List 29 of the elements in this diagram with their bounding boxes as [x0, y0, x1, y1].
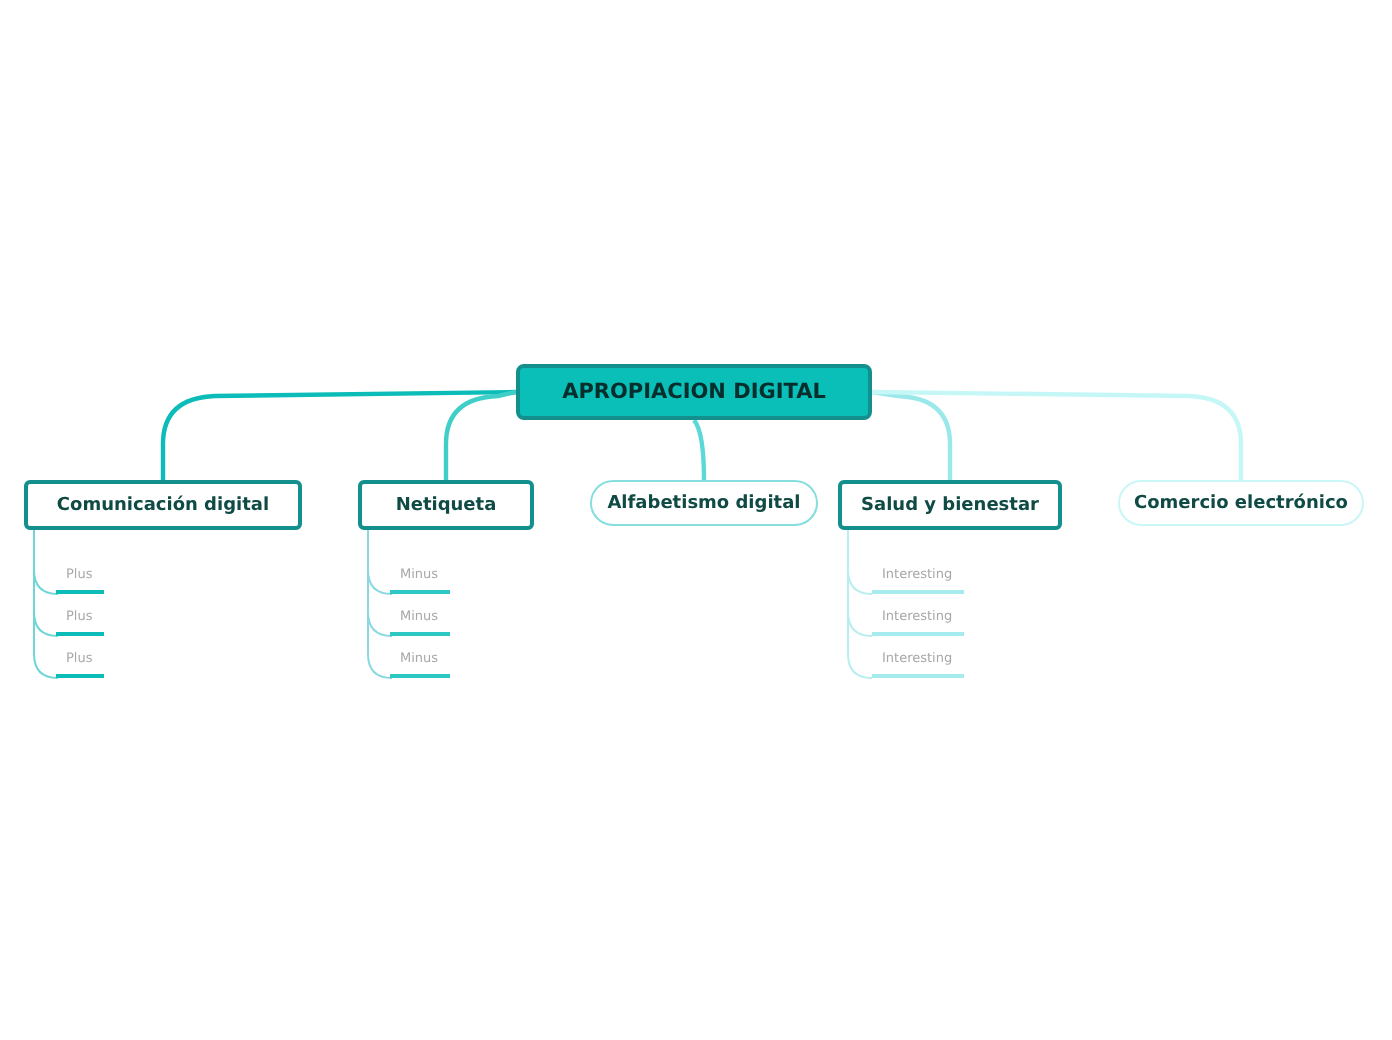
subtopic-underline: [390, 566, 450, 594]
connector-line: [871, 389, 1244, 480]
topic-label: Comercio electrónico: [1133, 493, 1348, 513]
topic-label: APROPIACION DIGITAL: [562, 380, 826, 404]
subtopic-underline: [390, 608, 450, 636]
subtopic-underline: [56, 650, 104, 678]
topic-label: Netiqueta: [395, 495, 497, 515]
subtopic-underline: [56, 566, 104, 594]
topic-box: [838, 480, 1062, 530]
topic-pill: [590, 480, 818, 526]
connector-line: [847, 529, 873, 679]
connector-line: [160, 389, 517, 480]
connector-line: [367, 529, 393, 679]
topic-label: Salud y bienestar: [861, 495, 1039, 515]
topic-label: Comunicación digital: [56, 495, 270, 515]
connector-line: [871, 389, 953, 480]
subtopic-underline: [390, 650, 450, 678]
connector-line: [443, 389, 517, 480]
subtopic-underline: [56, 608, 104, 636]
topic-label: Alfabetismo digital: [607, 493, 801, 513]
topic-box: [358, 480, 534, 530]
central-topic-box: [516, 364, 872, 420]
subtopic-underline: [872, 650, 964, 678]
topic-pill: [1118, 480, 1364, 526]
subtopic-underline: [872, 566, 964, 594]
connector-line: [692, 418, 707, 481]
subtopic-underline: [872, 608, 964, 636]
connector-line: [33, 529, 59, 679]
topic-box: [24, 480, 302, 530]
